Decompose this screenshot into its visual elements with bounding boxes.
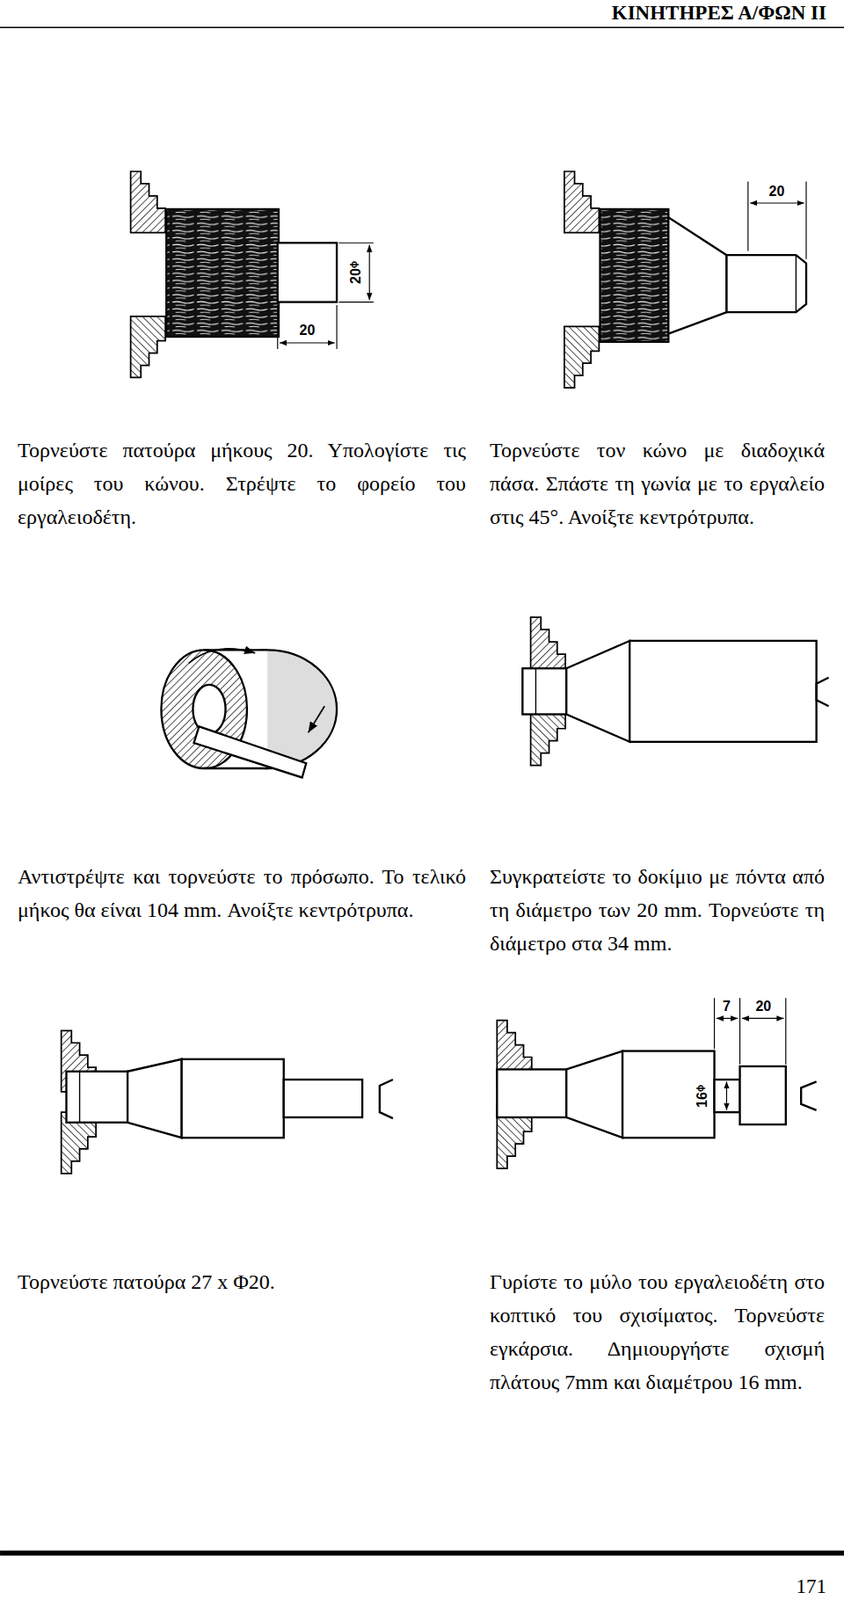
dimension-value: 20 <box>753 998 773 1015</box>
instruction-caption: Τορνεύστε τον κώνο με διαδοχικά πάσα. Σπ… <box>489 433 825 534</box>
instruction-caption: Γυρίστε το μύλο του εργαλειοδέτη στο κοπ… <box>489 1265 825 1399</box>
instruction-caption: Συγκρατείστε το δοκίμιο με πόντα από τη … <box>489 859 825 961</box>
dimension-value: 20 <box>766 183 786 200</box>
instruction-caption: Τορνεύστε πατούρα 27 x Φ20. <box>17 1265 466 1299</box>
page-header: ΚΙΝΗΤΗΡΕΣ Α/ΦΩΝ ΙΙ <box>611 1 827 25</box>
instruction-caption: Αντιστρέψτε και τορνεύστε το πρόσωπο. Το… <box>17 859 466 927</box>
dimension-value: 20ᶲ <box>348 259 364 286</box>
dimension-value: 7 <box>720 998 733 1015</box>
dimension-value: 20 <box>298 322 318 339</box>
dimension-value: 16ᶲ <box>694 1083 711 1110</box>
instruction-caption: Τορνεύστε πατούρα μήκους 20. Υπολογίστε … <box>17 433 466 534</box>
page-number: 171 <box>796 1575 828 1599</box>
